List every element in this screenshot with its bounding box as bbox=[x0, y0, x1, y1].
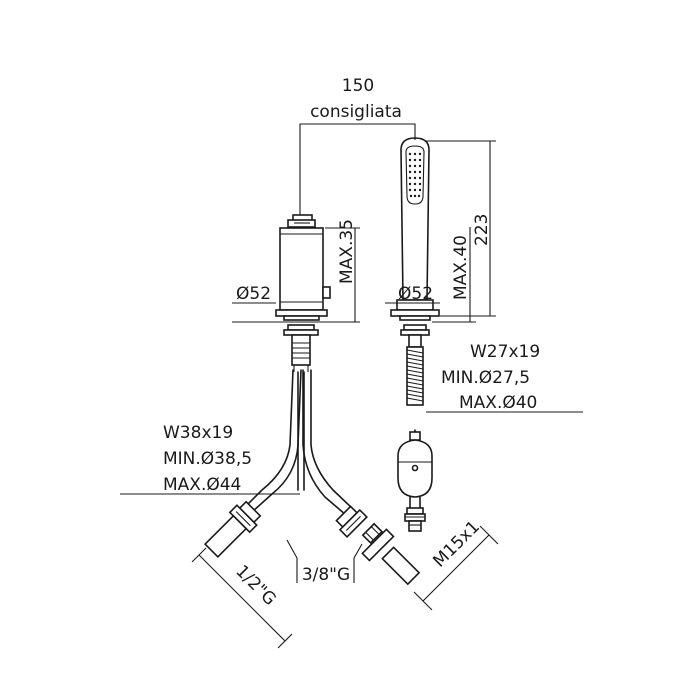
dimension-lines bbox=[120, 123, 583, 649]
mixer-body bbox=[275, 214, 331, 372]
mixer-hole-min: MIN.Ø38,5 bbox=[163, 449, 252, 469]
dim-spacing-note: consigliata bbox=[310, 102, 402, 122]
dim-spacing-value: 150 bbox=[342, 76, 374, 96]
dim-shower-diameter: Ø52 bbox=[398, 284, 433, 304]
inlet-connection: 1/2"G bbox=[231, 561, 279, 609]
outlet-connection: 3/8"G bbox=[302, 565, 350, 585]
dim-shower-height: 223 bbox=[472, 214, 492, 246]
shower-nut-size: W27x19 bbox=[470, 342, 540, 362]
hose-connection: M15x1 bbox=[429, 517, 484, 572]
shower-hole-max: MAX.Ø40 bbox=[459, 393, 537, 413]
hand-shower bbox=[390, 137, 440, 532]
dim-mixer-deck: MAX.35 bbox=[337, 219, 357, 284]
dim-mixer-diameter: Ø52 bbox=[236, 284, 271, 304]
mixer-nut-size: W38x19 bbox=[163, 423, 233, 443]
dim-shower-deck: MAX.40 bbox=[451, 235, 471, 300]
shower-hole-min: MIN.Ø27,5 bbox=[441, 368, 530, 388]
mixer-hole-max: MAX.Ø44 bbox=[163, 475, 241, 495]
